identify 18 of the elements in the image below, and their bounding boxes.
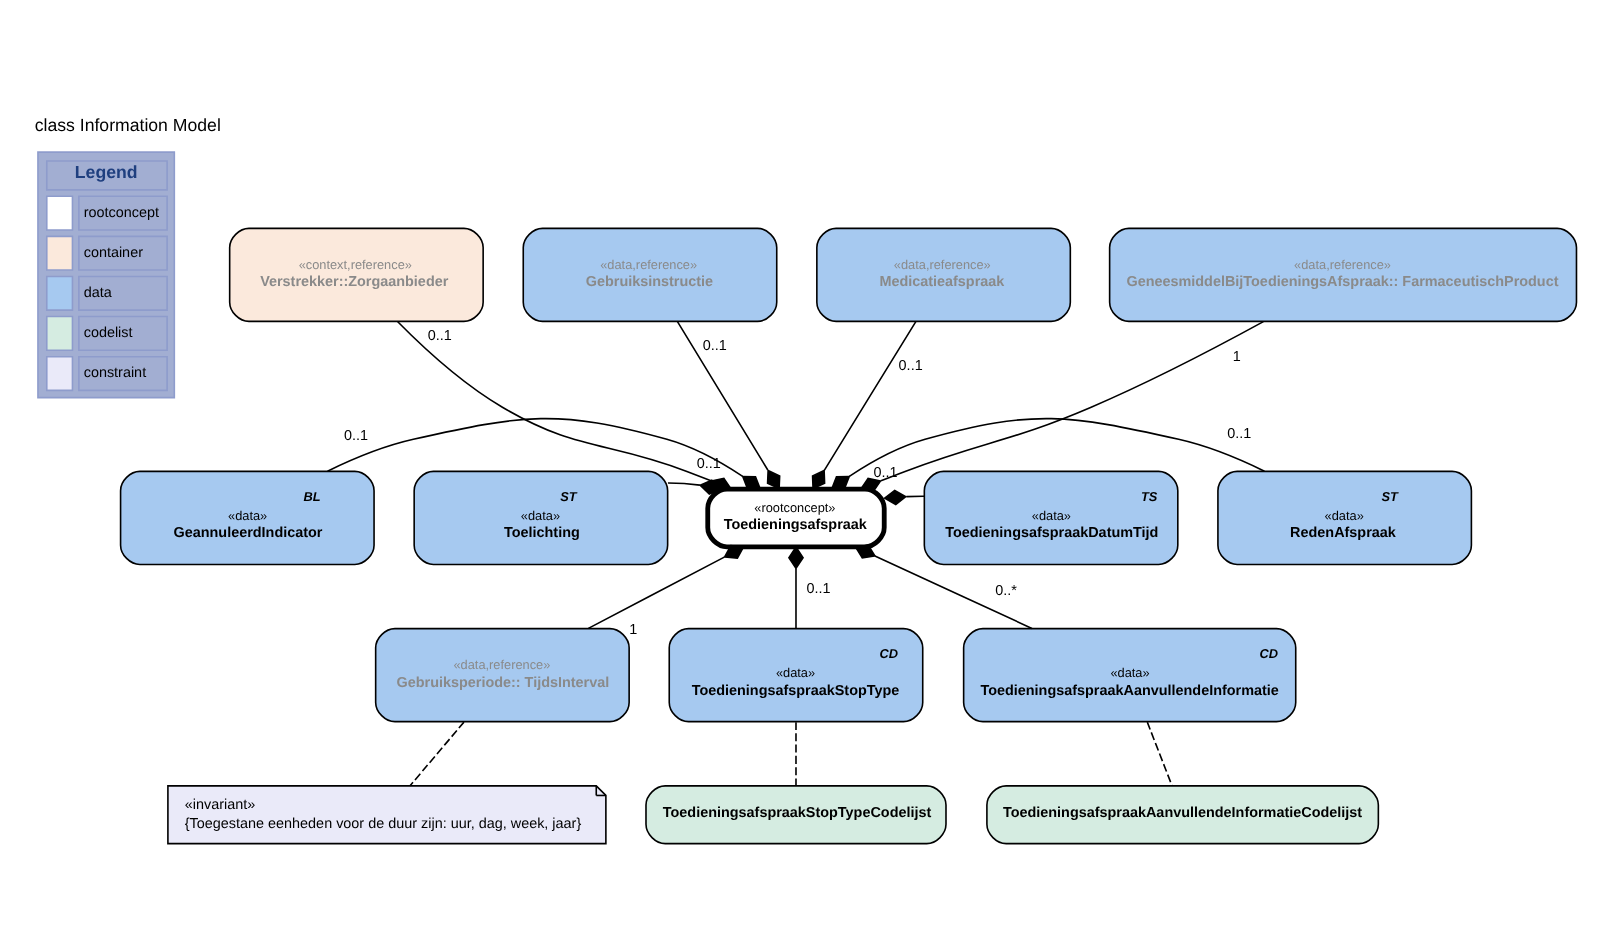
legend-label: container — [83, 241, 143, 260]
label: Legend — [74, 161, 138, 182]
edge-label: 1 — [629, 618, 638, 637]
edge-label: 0..1 — [898, 354, 923, 373]
edge-label: 0..* — [995, 580, 1017, 599]
edge-label: 0..1 — [427, 325, 452, 344]
legend-label: codelist — [83, 321, 133, 340]
edge-label: 0..1 — [343, 424, 368, 443]
edge-label: 0..1 — [873, 462, 898, 481]
edge-label: 0..1 — [696, 452, 721, 471]
legend-label: constraint — [83, 362, 147, 381]
edge-label: 1 — [1232, 346, 1241, 365]
edge-label: 0..1 — [702, 335, 727, 353]
edge-label: 0..1 — [1227, 422, 1252, 441]
legend-label: rootconcept — [83, 201, 159, 220]
diagram-title: class Information Model — [34, 113, 221, 134]
edge-label: 0..1 — [806, 577, 831, 596]
legend-label: data — [83, 281, 112, 300]
